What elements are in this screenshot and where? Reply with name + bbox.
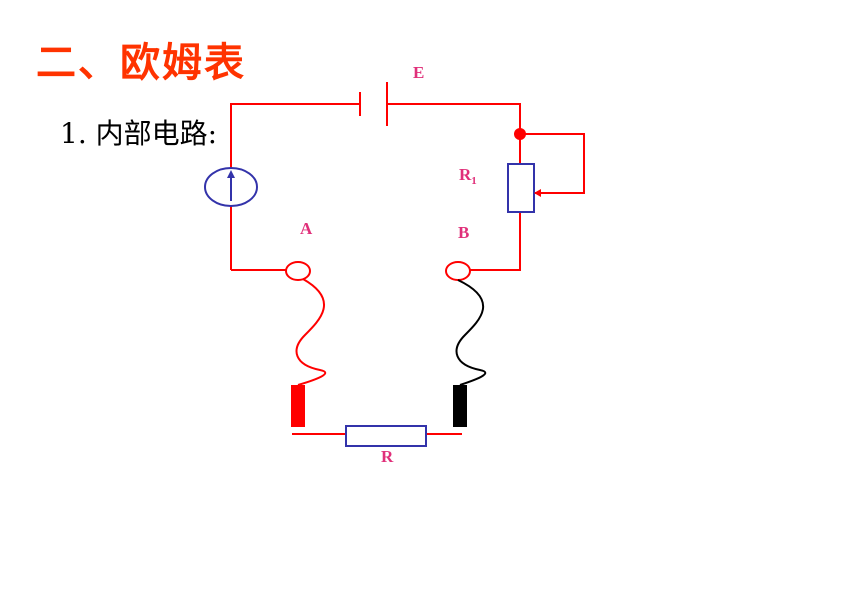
rheostat-slider-wire [520,133,585,194]
section-subtitle: 1. 内部电路: [60,117,218,150]
wire-right-top [387,103,521,164]
terminal-b [445,261,471,281]
terminal-a [285,261,311,281]
wire-left-top [230,103,360,270]
circuit-wires [230,103,585,435]
rheostat-icon [507,163,535,213]
resistor-icon [345,425,427,447]
battery-label: E [413,63,424,82]
slide-title: 二、欧姆表 [36,40,246,86]
black-test-lead [455,279,487,386]
rheostat-slider-arrow [534,189,541,197]
red-test-lead [295,278,327,386]
terminal-a-label: A [300,219,313,238]
rheostat-label-subscript: 1 [471,175,477,187]
terminal-b-label: B [458,223,469,242]
battery-icon [359,82,388,126]
black-probe [453,385,467,427]
resistor-label: R [381,447,394,466]
rheostat-label: R1 [459,165,477,187]
red-probe [291,385,305,427]
wire-to-terminal-b [470,212,521,271]
rheostat-label-main: R [459,165,472,184]
galvanometer-icon [204,167,258,207]
junction-dot [514,128,526,140]
